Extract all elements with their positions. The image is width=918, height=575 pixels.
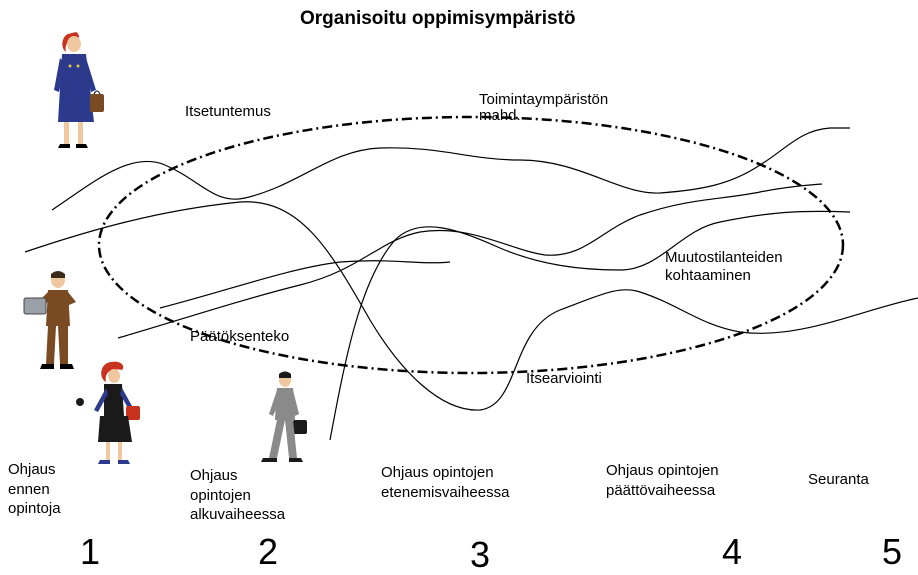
label-self-knowledge: Itsetuntemus	[185, 103, 271, 120]
stage-2-number: 2	[258, 531, 279, 572]
curve-decision	[24, 201, 918, 411]
stage-5-label: Seuranta	[808, 471, 869, 488]
stage-3-number: 3	[470, 534, 491, 575]
diagram-title: Organisoitu oppimisympäristö	[300, 8, 576, 29]
stage-5-number: 5	[882, 531, 903, 572]
curve-change	[329, 210, 851, 441]
woman-with-briefcase-icon	[54, 32, 104, 148]
stage-3-label: Ohjaus opintojen etenemisvaiheessa	[381, 464, 510, 501]
learning-environment-ellipse	[97, 115, 845, 375]
label-self-assessment: Itsearviointi	[526, 370, 602, 387]
man-walking-icon	[261, 371, 307, 462]
curve-self-assessment	[159, 260, 451, 309]
stage-1-number: 1	[80, 531, 101, 572]
curve-environment	[117, 183, 823, 339]
stage-4-number: 4	[722, 531, 743, 572]
label-decision: Päätöksenteko	[190, 328, 290, 345]
man-checking-watch-icon	[23, 271, 76, 369]
stage-1-label: Ohjaus ennen opintoja	[8, 461, 61, 517]
curve-self-knowledge	[51, 127, 850, 211]
woman-running-icon	[76, 361, 140, 464]
label-change: Muutostilanteiden kohtaaminen	[665, 249, 783, 284]
stage-2-label: Ohjaus opintojen alkuvaiheessa	[190, 467, 286, 523]
label-environment: Toimintaympäristön mahd.	[479, 91, 609, 124]
stage-4-label: Ohjaus opintojen päättövaiheessa	[606, 462, 719, 499]
